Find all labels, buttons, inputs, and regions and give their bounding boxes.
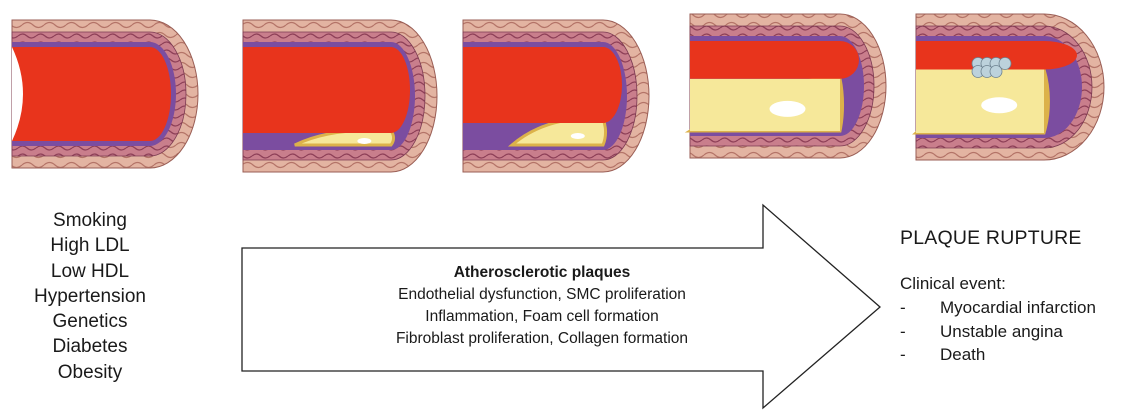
bullet-dash: - (900, 296, 940, 320)
outcome-title: PLAQUE RUPTURE (900, 227, 1122, 250)
arrow-line: Inflammation, Foam cell formation (292, 306, 792, 328)
bullet-dash: - (900, 320, 940, 344)
bullet-dash: - (900, 343, 940, 367)
clinical-event-label: Myocardial infarction (940, 298, 1096, 317)
clinical-event: -Myocardial infarction (900, 296, 1122, 320)
clinical-event-label: Death (940, 345, 985, 364)
arrow-line: Endothelial dysfunction, SMC proliferati… (292, 284, 792, 306)
outcome-subtitle: Clinical event: (900, 274, 1122, 294)
clinical-event: -Unstable angina (900, 320, 1122, 344)
arrow-line: Fibroblast proliferation, Collagen forma… (292, 328, 792, 350)
arrow-text: Atherosclerotic plaques Endothelial dysf… (292, 262, 792, 350)
clinical-event-list: -Myocardial infarction -Unstable angina … (900, 296, 1122, 367)
arrow-title: Atherosclerotic plaques (292, 262, 792, 284)
clinical-event-label: Unstable angina (940, 322, 1063, 341)
outcome-panel: PLAQUE RUPTURE Clinical event: -Myocardi… (900, 227, 1122, 367)
clinical-event: -Death (900, 343, 1122, 367)
